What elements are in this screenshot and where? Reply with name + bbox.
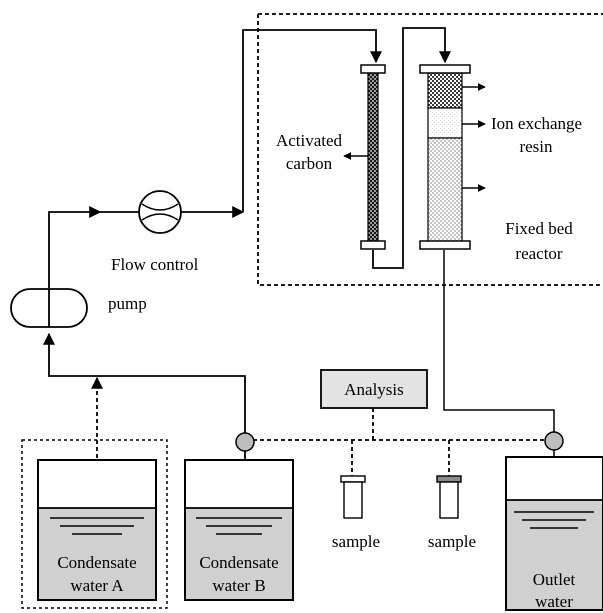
- pump-label: pump: [108, 294, 147, 313]
- valve-outlet-icon: [544, 431, 564, 451]
- outlet-label-2: water: [535, 592, 573, 611]
- sample-label-2: sample: [428, 532, 476, 551]
- flow-control-label: Flow control: [111, 255, 199, 274]
- pump-outlet-line: [48, 206, 102, 288]
- sample-label-1: sample: [332, 532, 380, 551]
- tank-a-label-1: Condensate: [57, 553, 136, 572]
- ion-exchange-label-1: Ion exchange: [491, 114, 582, 133]
- valve-b-icon: [235, 432, 255, 452]
- pipe-to-outlet: [443, 250, 555, 432]
- tank-b: [184, 459, 294, 601]
- pipe-to-carbon-column: [242, 29, 382, 212]
- tank-a-label-2: water A: [70, 576, 124, 595]
- tank-b-label-2: water B: [212, 576, 265, 595]
- reactor-enclosure: [257, 13, 603, 286]
- pump-icon: [10, 288, 88, 328]
- tank-b-label-1: Condensate: [199, 553, 278, 572]
- activated-carbon-label-2: carbon: [286, 154, 333, 173]
- tank-a: [37, 459, 157, 601]
- fixed-bed-label-1: Fixed bed: [505, 219, 573, 238]
- activated-carbon-label-1: Activated: [276, 131, 343, 150]
- sample-vial-1: [340, 475, 366, 519]
- pipe-carbon-to-resin: [372, 27, 451, 269]
- analysis-label: Analysis: [344, 380, 404, 399]
- fixed-bed-label-2: reactor: [515, 244, 563, 263]
- analysis-box: [320, 369, 428, 409]
- ion-exchange-column: [419, 64, 471, 250]
- ion-exchange-label-2: resin: [519, 137, 553, 156]
- flow-meter-icon: [138, 190, 182, 234]
- tank-a-enclosure: [21, 439, 168, 609]
- feed-line: [43, 332, 246, 437]
- outlet-tank: [505, 456, 603, 611]
- outlet-label-1: Outlet: [533, 570, 576, 589]
- sample-vial-2: [436, 475, 462, 519]
- activated-carbon-column: [360, 64, 386, 250]
